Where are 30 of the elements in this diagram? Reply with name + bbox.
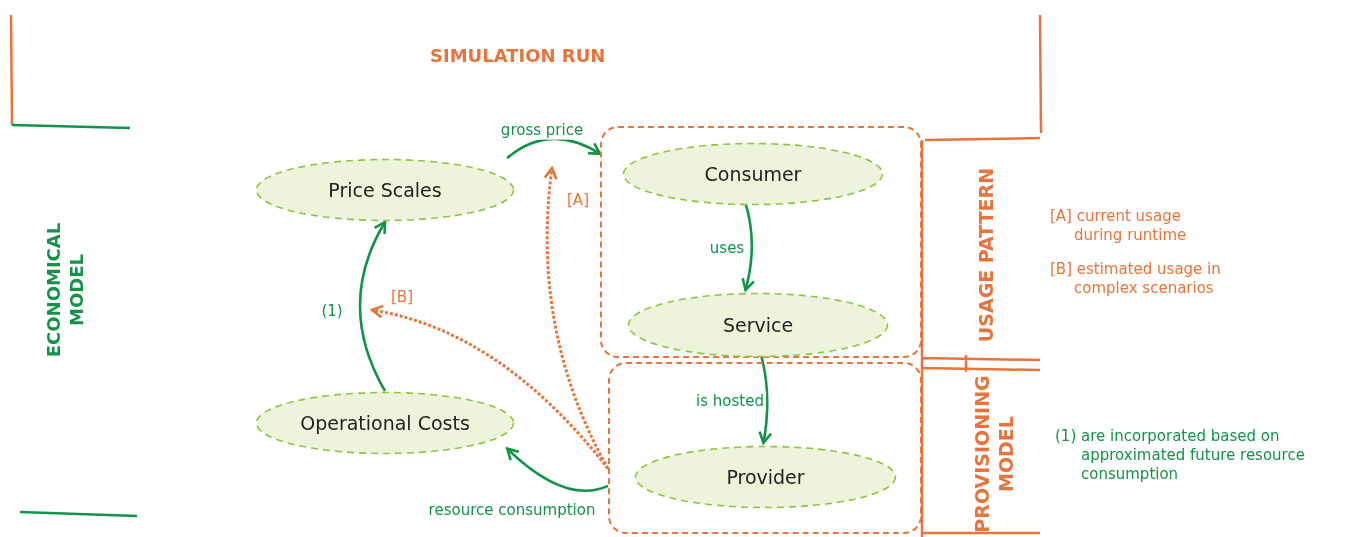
note-text: [A] current usage during runtime xyxy=(1050,207,1188,245)
section-title: ECONOMICAL MODEL xyxy=(42,221,87,360)
node-label: Price Scales xyxy=(328,177,442,203)
ellipse-node xyxy=(627,292,889,358)
node-label: Consumer xyxy=(704,161,802,187)
note-text: [B] estimated usage in complex scenarios xyxy=(1050,260,1222,298)
edge-label: [A] xyxy=(565,190,591,210)
edge-label: is hosted xyxy=(694,391,766,411)
arrow xyxy=(505,447,609,492)
edge-label: resource consumption xyxy=(426,500,598,520)
edge-label: [B] xyxy=(389,287,415,307)
arrow xyxy=(741,203,756,292)
node-label: Operational Costs xyxy=(300,410,470,436)
ellipse-node xyxy=(634,445,897,509)
arrow xyxy=(758,355,773,445)
arrow xyxy=(506,137,602,160)
note-text: (1) are incorporated based on approximated future resource consumption xyxy=(1055,427,1306,484)
node-label: Provider xyxy=(726,464,805,490)
region-title: USAGE PATTERN xyxy=(975,166,999,345)
edge-label: gross price xyxy=(498,120,586,140)
region-title: PROVISIONING MODEL xyxy=(971,374,1018,535)
section-title: SIMULATION RUN xyxy=(430,44,607,68)
ellipse-node xyxy=(255,391,515,455)
edge-label: (1) xyxy=(319,301,345,321)
node-label: Service xyxy=(722,312,794,338)
arrow xyxy=(543,166,610,470)
ellipse-node xyxy=(622,142,884,206)
arrow xyxy=(358,220,387,392)
ellipse-node xyxy=(255,158,515,222)
arrow xyxy=(370,305,610,470)
